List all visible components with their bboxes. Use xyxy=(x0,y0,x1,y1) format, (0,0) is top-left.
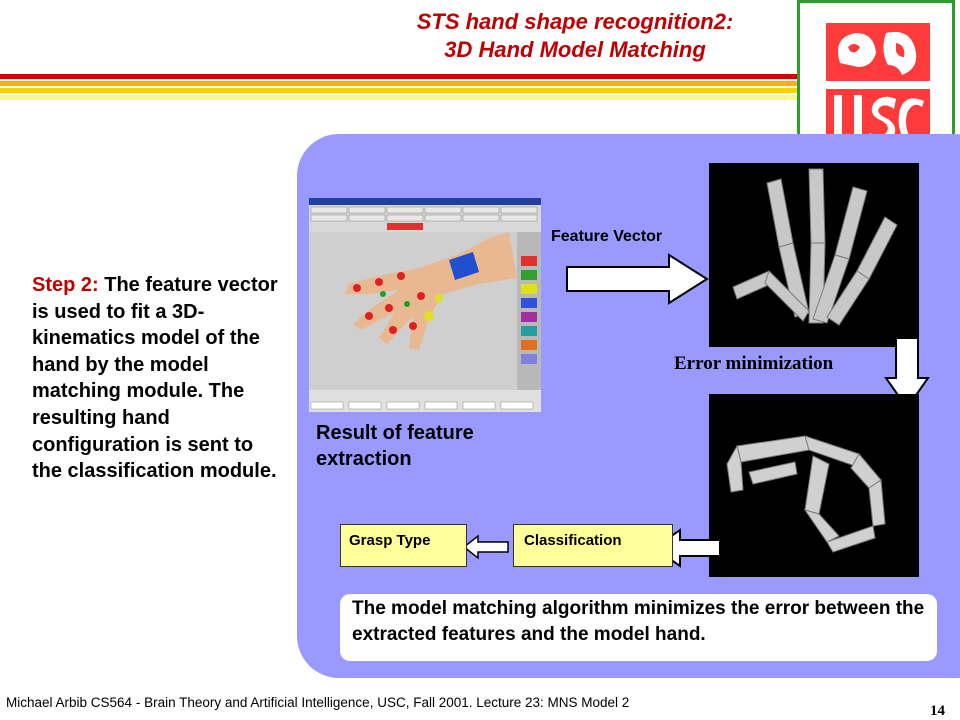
feature-extraction-screenshot xyxy=(309,198,541,412)
title-line-2: 3D Hand Model Matching xyxy=(444,37,706,62)
hand-photo-image xyxy=(309,198,541,412)
step-description: Step 2: The feature vector is used to fi… xyxy=(32,272,282,485)
step-label: Step 2: xyxy=(32,274,99,296)
3d-hand-model-open-image xyxy=(709,163,919,347)
arrow-right-icon xyxy=(566,253,709,305)
header-stripe-pale xyxy=(0,95,800,100)
page-number: 14 xyxy=(930,703,945,719)
header-stripe-yellow xyxy=(0,88,800,93)
result-caption: Result of feature extraction xyxy=(316,422,474,470)
footer-text: Michael Arbib CS564 - Brain Theory and A… xyxy=(6,695,630,710)
header-stripe-red xyxy=(0,74,800,79)
feature-vector-label: Feature Vector xyxy=(551,228,663,245)
header-stripe-orange xyxy=(0,81,800,86)
grasp-type-box: Grasp Type xyxy=(340,524,467,567)
arrow-down-icon xyxy=(884,337,930,410)
title-line-1: STS hand shape recognition2: xyxy=(416,9,734,34)
step-text: The feature vector is used to fit a 3D-k… xyxy=(32,274,278,483)
3d-hand-model-open-icon xyxy=(732,168,898,326)
error-minimization-label: Error minimization xyxy=(674,353,834,374)
3d-hand-model-grasp-image xyxy=(709,394,919,577)
3d-hand-model-grasp-icon xyxy=(726,435,886,553)
slide-title: STS hand shape recognition2: 3D Hand Mod… xyxy=(340,8,810,64)
classification-box: Classification xyxy=(513,524,673,567)
arrow-left-small-icon xyxy=(462,534,509,560)
algorithm-description: The model matching algorithm minimizes t… xyxy=(340,594,937,661)
